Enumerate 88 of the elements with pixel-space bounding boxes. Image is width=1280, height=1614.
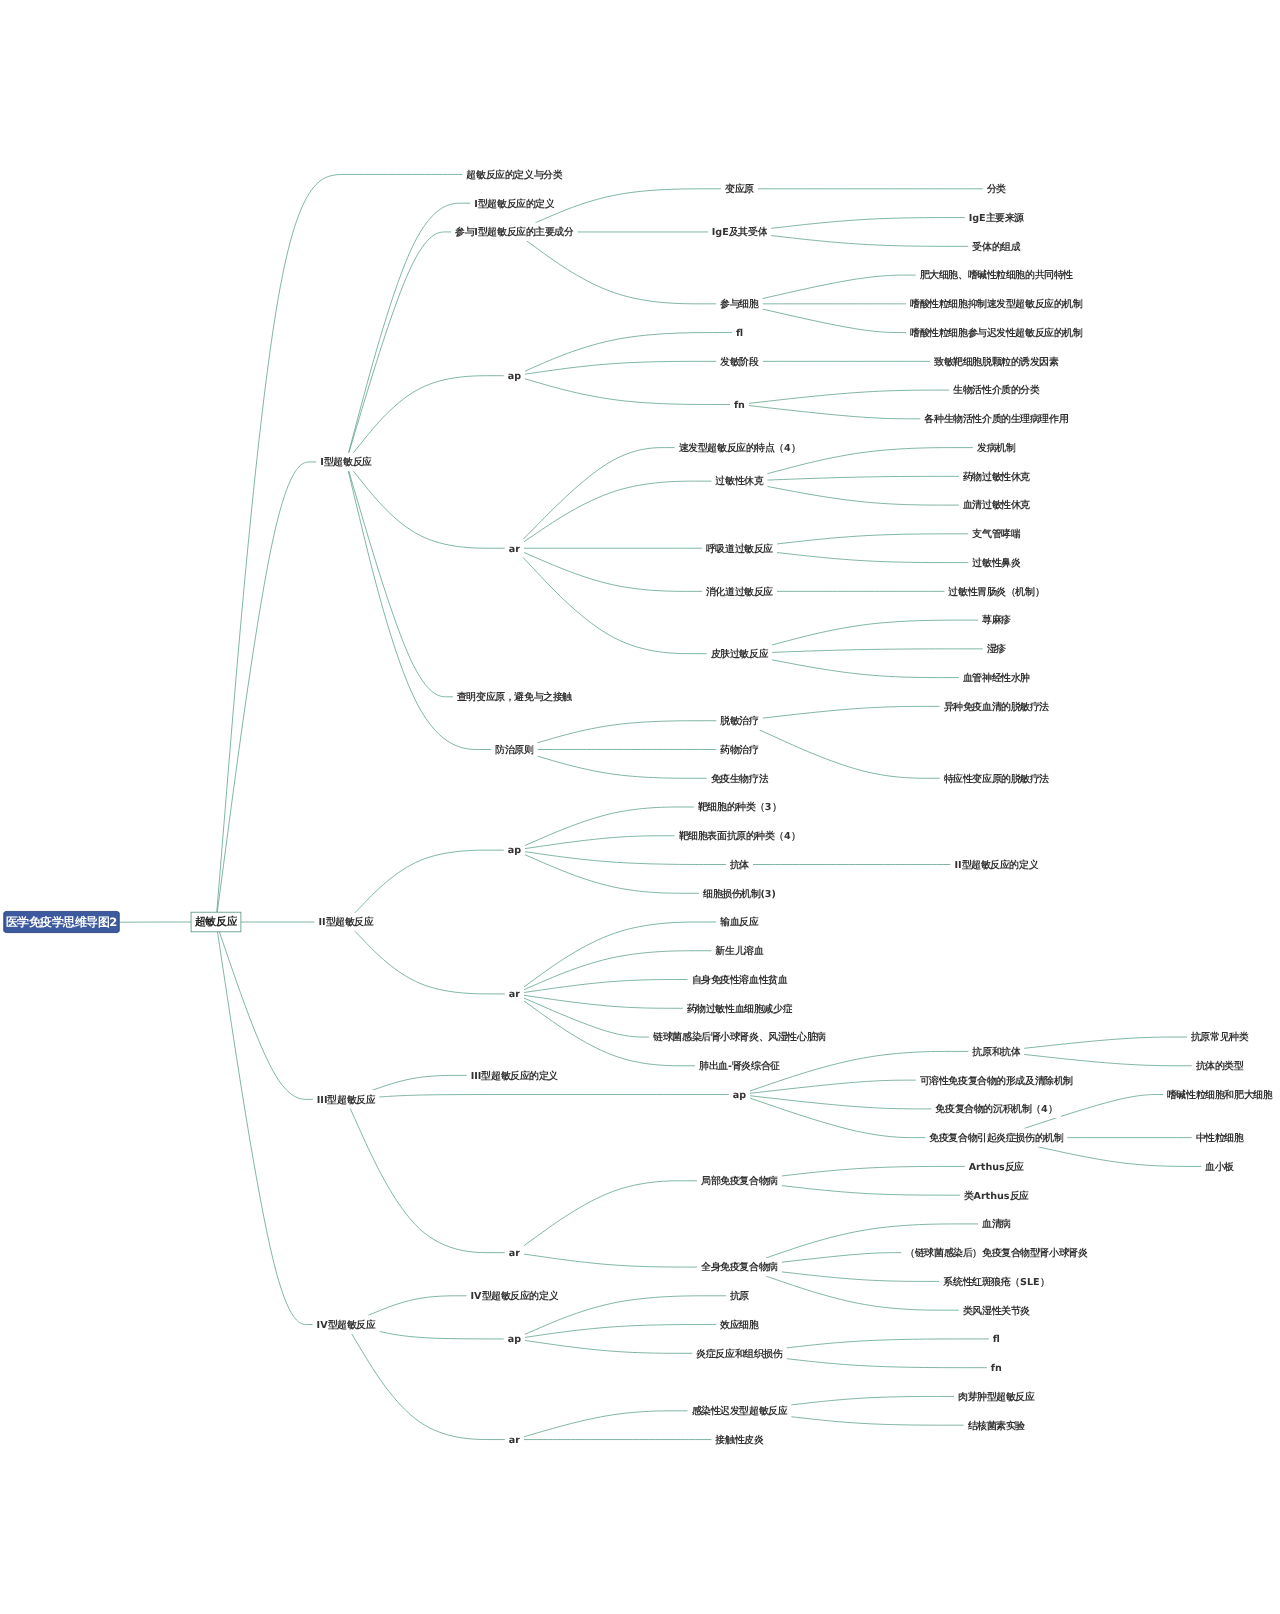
connector <box>523 950 712 991</box>
connector <box>781 1252 902 1263</box>
connector <box>523 551 703 592</box>
connector <box>762 308 907 333</box>
connector <box>524 1324 717 1338</box>
connector <box>776 533 969 545</box>
connector <box>790 1396 955 1406</box>
connector <box>749 1097 926 1138</box>
connector <box>781 1166 966 1177</box>
connector <box>522 447 676 540</box>
connector <box>347 470 492 750</box>
connector <box>776 591 945 592</box>
connector <box>523 994 684 1009</box>
connector <box>523 1439 712 1440</box>
connector <box>353 470 506 549</box>
connector <box>524 378 731 405</box>
connector <box>776 552 969 563</box>
connector <box>766 447 974 475</box>
connector <box>781 1271 940 1282</box>
connector <box>749 1051 969 1092</box>
connector <box>353 375 505 454</box>
connector <box>219 931 314 1100</box>
connector <box>348 202 471 454</box>
connector <box>524 332 733 372</box>
connector <box>240 921 316 923</box>
connector <box>523 1253 698 1268</box>
connector <box>354 849 505 914</box>
connector <box>748 405 921 420</box>
connector <box>770 217 966 229</box>
connector <box>786 1358 988 1369</box>
connector <box>537 749 717 750</box>
connector <box>367 1295 468 1316</box>
connector <box>1023 1036 1188 1049</box>
connector <box>216 174 463 913</box>
connector <box>749 1095 932 1110</box>
connector <box>1023 1054 1193 1067</box>
connector <box>372 1075 468 1091</box>
connector <box>765 1223 979 1259</box>
connector <box>524 854 700 894</box>
connector <box>523 921 717 988</box>
connector <box>523 1410 689 1438</box>
connector <box>119 921 192 923</box>
connector <box>524 851 727 865</box>
connector <box>759 729 941 779</box>
connector <box>526 240 717 305</box>
connector <box>379 1331 505 1340</box>
connector <box>348 231 452 454</box>
connector <box>762 706 941 719</box>
connector <box>770 235 969 247</box>
connector <box>378 1094 730 1098</box>
connector <box>523 997 650 1038</box>
connector <box>748 389 950 404</box>
connector <box>771 648 984 653</box>
connector <box>766 476 960 481</box>
connector <box>762 274 917 299</box>
connector <box>771 659 960 678</box>
connector <box>354 930 506 995</box>
connector <box>524 835 676 849</box>
connector <box>1037 1146 1202 1167</box>
connector <box>216 461 317 913</box>
connector <box>762 360 931 362</box>
connector <box>524 360 717 375</box>
connector <box>1023 1094 1164 1129</box>
connector <box>523 547 703 549</box>
connector <box>349 1108 506 1253</box>
connector <box>790 1416 965 1426</box>
connector <box>534 188 722 224</box>
connector <box>537 720 717 744</box>
connector <box>1066 1137 1193 1138</box>
connector <box>537 755 708 779</box>
connector <box>523 1000 696 1067</box>
connector <box>348 470 454 698</box>
connector <box>524 1295 727 1335</box>
connector <box>523 979 689 993</box>
connector <box>524 806 695 846</box>
connector <box>522 556 708 654</box>
connector <box>786 1338 990 1349</box>
connector <box>523 480 712 543</box>
connector <box>765 1275 960 1311</box>
connector <box>766 486 960 506</box>
connector <box>749 1079 917 1094</box>
connector <box>771 619 979 646</box>
connector <box>781 1185 961 1196</box>
connector <box>523 1180 698 1247</box>
connector <box>524 1340 693 1354</box>
connector <box>351 1333 506 1440</box>
connector <box>217 931 314 1325</box>
connector <box>752 864 951 865</box>
